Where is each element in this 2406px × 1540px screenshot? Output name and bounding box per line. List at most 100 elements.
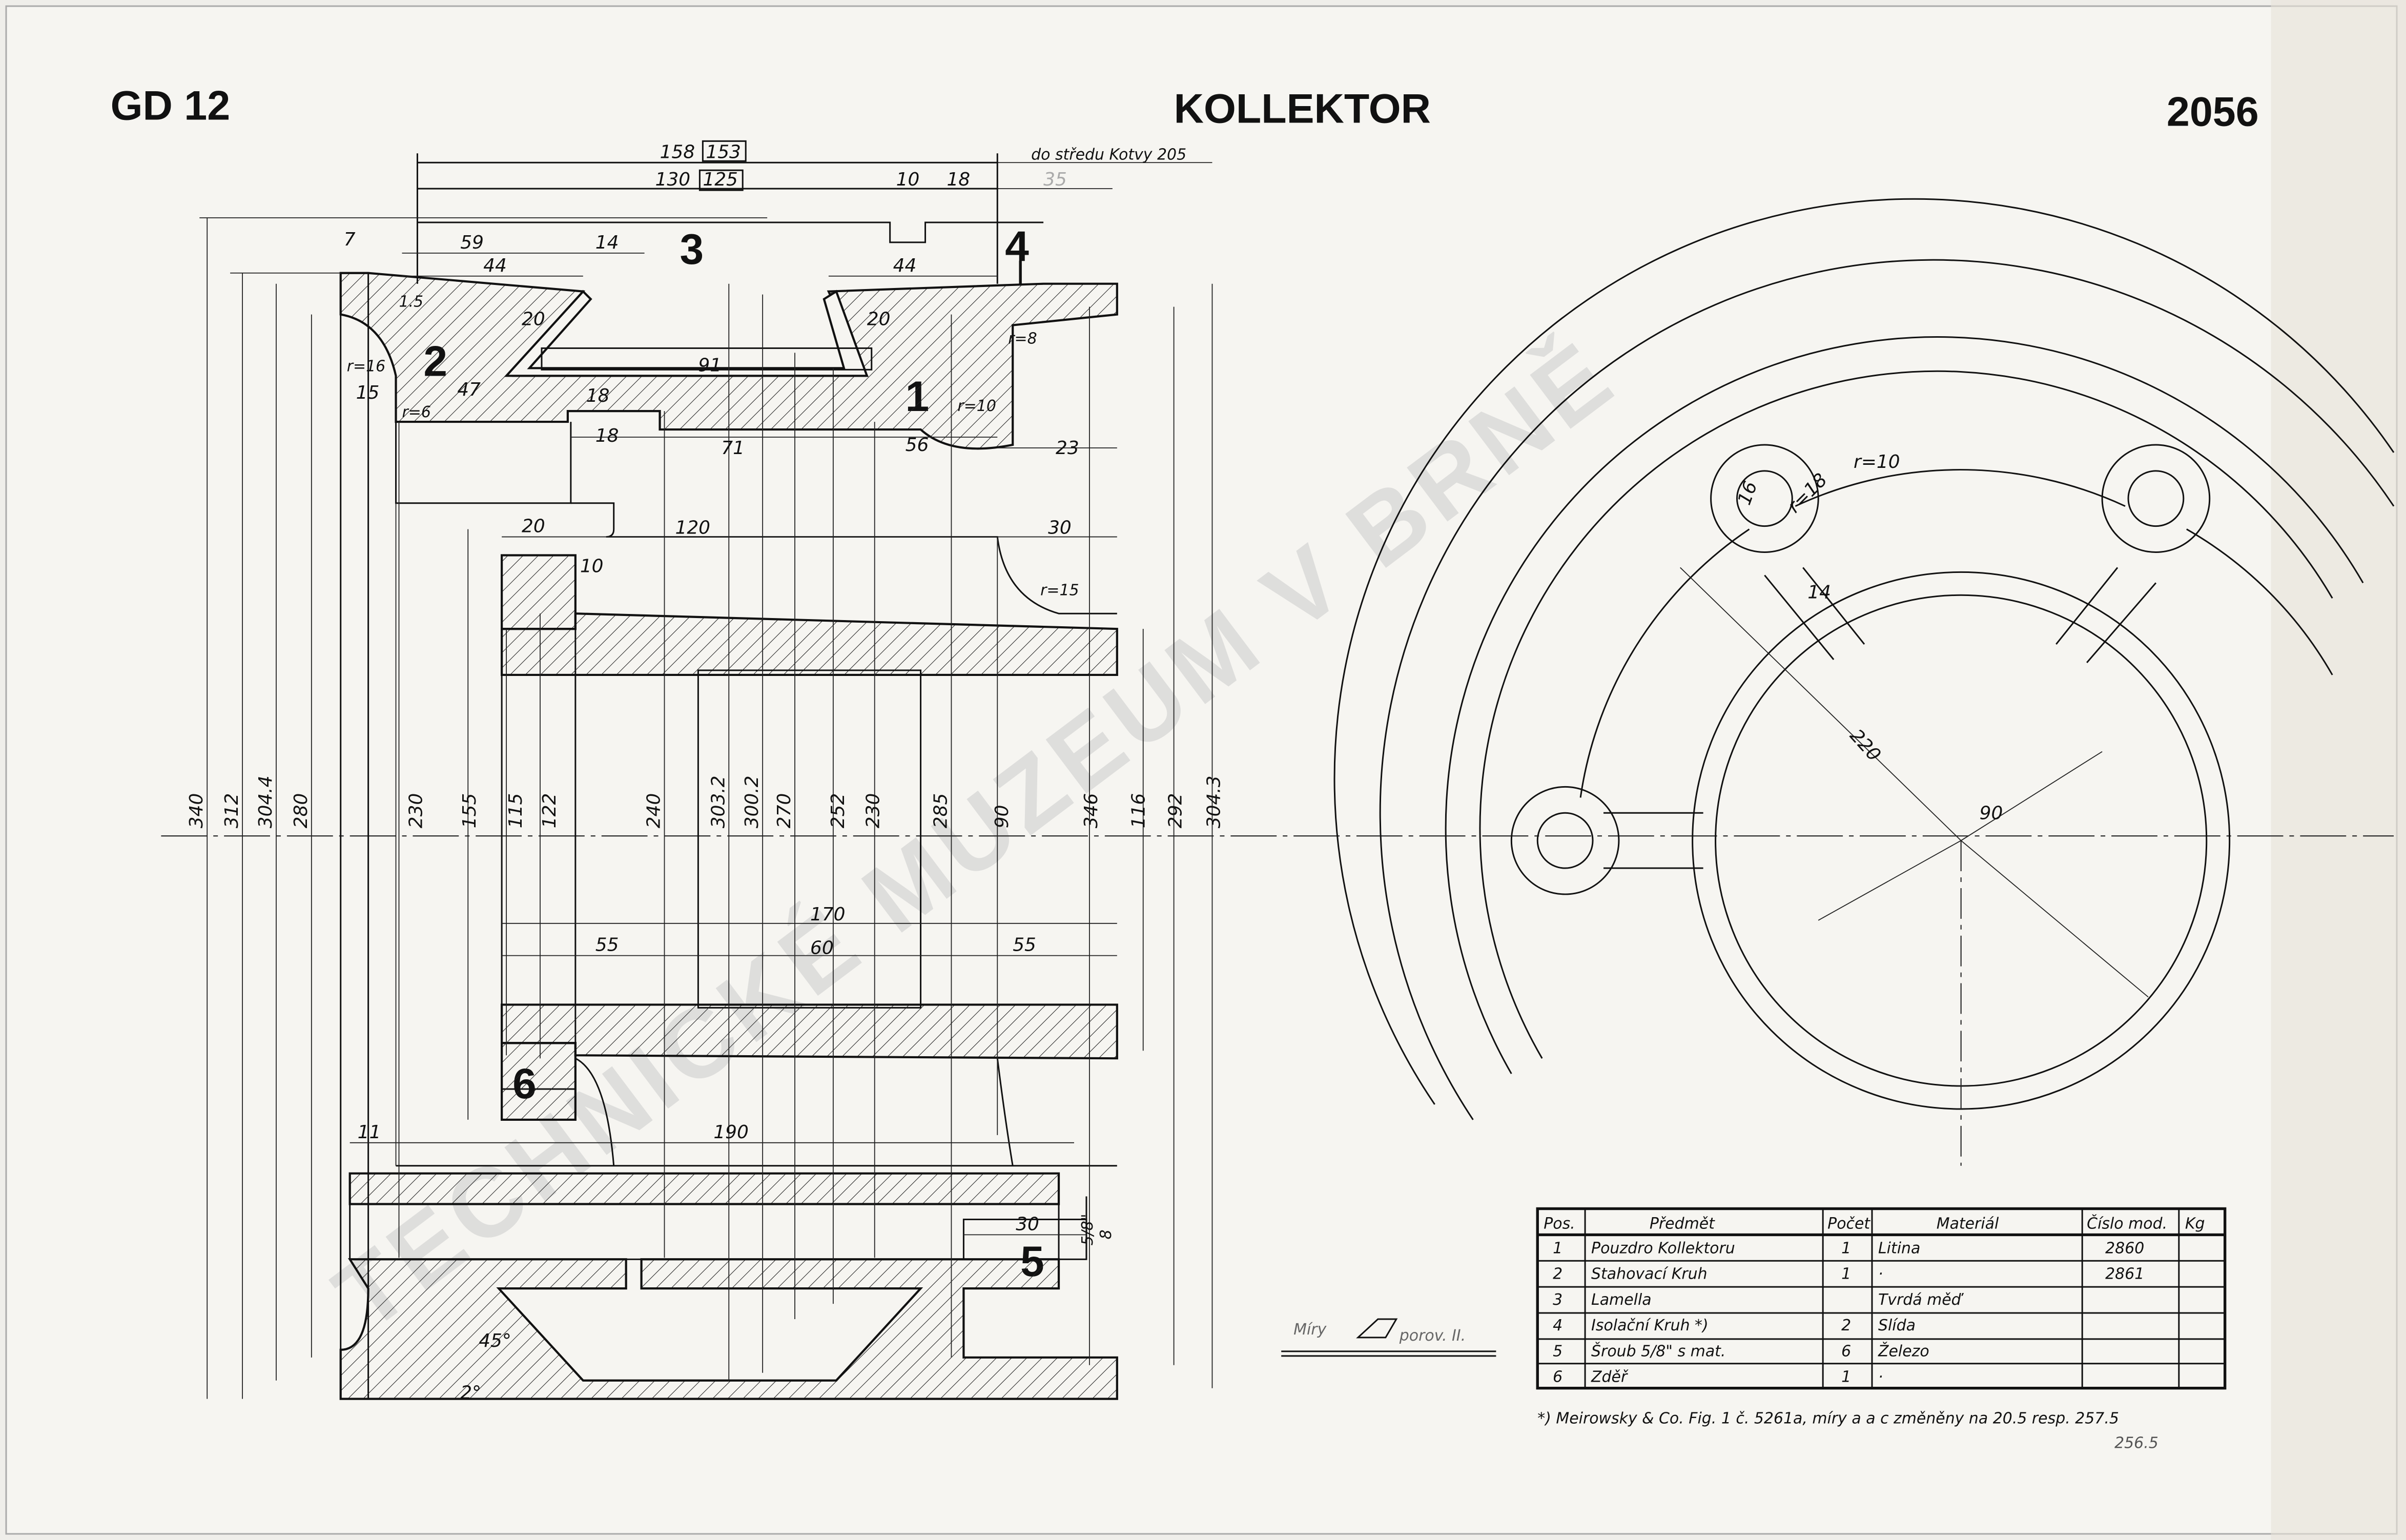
cell-pos: 5 bbox=[1553, 1342, 1562, 1360]
end-radius-10: r=10 bbox=[1854, 451, 1900, 473]
cell-pos: 4 bbox=[1553, 1317, 1562, 1334]
dim-190: 190 bbox=[713, 1122, 749, 1143]
dim-35: 35 bbox=[1043, 169, 1067, 190]
cell-material: Litina bbox=[1878, 1239, 1920, 1257]
cell-model: 2860 bbox=[2105, 1239, 2144, 1257]
footnote-correction: 256.5 bbox=[2114, 1434, 2158, 1452]
dim-18-b: 18 bbox=[595, 425, 619, 446]
radius-6: r=6 bbox=[402, 403, 430, 421]
radius-10: r=10 bbox=[957, 397, 996, 415]
cell-item: Lamella bbox=[1591, 1291, 1652, 1309]
vdim: 252 bbox=[828, 793, 849, 829]
dim-153-boxed: 153 bbox=[706, 141, 741, 162]
cell-item: Isolační Kruh *) bbox=[1591, 1317, 1709, 1334]
dim-5-8-inch: 5/8" bbox=[1079, 1214, 1097, 1245]
dim-56: 56 bbox=[906, 435, 929, 456]
vdim: 303.2 bbox=[708, 775, 729, 828]
dim-130: 130 bbox=[655, 169, 691, 190]
vdim: 230 bbox=[405, 793, 426, 829]
dim-23: 23 bbox=[1056, 438, 1079, 459]
dim-170: 170 bbox=[810, 904, 846, 925]
radius-8: r=8 bbox=[1008, 330, 1037, 347]
drawing-number: 2056 bbox=[2167, 89, 2259, 135]
end-dim-90: 90 bbox=[1980, 803, 2003, 824]
angle-45: 45° bbox=[479, 1330, 511, 1351]
col-kg: Kg bbox=[2185, 1215, 2205, 1233]
col-material: Materiál bbox=[1937, 1215, 1999, 1233]
vdim: 230 bbox=[863, 793, 884, 829]
vdim: 340 bbox=[186, 793, 207, 829]
dim-20-bush: 20 bbox=[522, 516, 545, 537]
cell-pos: 3 bbox=[1553, 1291, 1562, 1309]
cell-material: · bbox=[1878, 1368, 1883, 1386]
vdim: 155 bbox=[459, 793, 480, 829]
part-label-3: 3 bbox=[680, 225, 704, 273]
vdim: 304.3 bbox=[1203, 775, 1224, 828]
parts-table: Pos. Předmět Počet Materiál Číslo mod. K… bbox=[1536, 1207, 2227, 1390]
drawing-title: KOLLEKTOR bbox=[1174, 86, 1431, 132]
paper-stain bbox=[2271, 0, 2406, 1540]
part-label-4: 4 bbox=[1005, 222, 1029, 270]
col-item: Předmět bbox=[1650, 1215, 1715, 1233]
vdim: 292 bbox=[1165, 793, 1186, 829]
dim-44-left: 44 bbox=[483, 255, 507, 276]
dim-55-right: 55 bbox=[1013, 935, 1036, 956]
cell-qty: 6 bbox=[1841, 1342, 1851, 1360]
cell-qty: 1 bbox=[1841, 1239, 1851, 1257]
dim-60: 60 bbox=[810, 938, 834, 959]
vdim: 90 bbox=[992, 805, 1013, 829]
cell-material: · bbox=[1878, 1265, 1883, 1283]
vdim: 346 bbox=[1081, 793, 1102, 829]
dim-71: 71 bbox=[721, 438, 745, 459]
dim-30: 30 bbox=[1048, 518, 1072, 539]
table-row: 1 Pouzdro Kollektoru 1 Litina 2860 bbox=[1553, 1239, 2144, 1257]
dim-55-left: 55 bbox=[595, 935, 619, 956]
cell-pos: 6 bbox=[1553, 1368, 1562, 1386]
table-row: 5 Šroub 5/8" s mat. 6 Železo bbox=[1553, 1341, 1929, 1360]
vertical-dimension-labels: 340 312 304.4 280 230 155 115 122 240 30… bbox=[186, 775, 1224, 828]
end-dim-14: 14 bbox=[1807, 582, 1831, 603]
col-model: Číslo mod. bbox=[2087, 1214, 2167, 1233]
vdim: 285 bbox=[930, 793, 951, 829]
dim-20-right: 20 bbox=[867, 309, 891, 330]
cell-material: Tvrdá měď bbox=[1878, 1291, 1964, 1309]
cell-material: Slída bbox=[1878, 1317, 1916, 1334]
dimension-note: Míry porov. II. bbox=[1281, 1318, 1496, 1357]
radius-15: r=15 bbox=[1040, 581, 1079, 599]
note-label: Míry bbox=[1293, 1321, 1327, 1339]
vdim: 270 bbox=[774, 793, 795, 829]
cell-item: Pouzdro Kollektoru bbox=[1591, 1239, 1735, 1257]
vdim: 280 bbox=[291, 793, 312, 829]
end-view: r=10 16 r=18 14 220 90 bbox=[1333, 198, 2395, 1166]
radius-16: r=16 bbox=[347, 357, 385, 375]
cell-item: Šroub 5/8" s mat. bbox=[1591, 1341, 1725, 1360]
cell-pos: 2 bbox=[1553, 1265, 1562, 1283]
dim-10-bush: 10 bbox=[580, 556, 604, 577]
vertical-dimension-lines bbox=[199, 217, 1213, 1399]
table-header: Pos. Předmět Počet Materiál Číslo mod. K… bbox=[1544, 1214, 2205, 1233]
col-qty: Počet bbox=[1827, 1215, 1870, 1233]
vdim: 300.2 bbox=[742, 775, 763, 828]
vdim: 312 bbox=[221, 793, 242, 829]
vdim: 122 bbox=[539, 793, 560, 829]
footnote: *) Meirowsky & Co. Fig. 1 č. 5261a, míry… bbox=[1537, 1410, 2119, 1428]
vdim: 240 bbox=[644, 793, 665, 829]
dim-7: 7 bbox=[344, 229, 356, 250]
cell-item: Stahovací Kruh bbox=[1591, 1265, 1708, 1283]
cell-qty: 1 bbox=[1841, 1265, 1851, 1283]
col-pos: Pos. bbox=[1544, 1215, 1575, 1233]
cell-material: Železo bbox=[1878, 1342, 1929, 1360]
vdim: 304.4 bbox=[255, 775, 276, 828]
dim-11: 11 bbox=[358, 1122, 381, 1143]
dim-18: 18 bbox=[947, 169, 970, 190]
cell-pos: 1 bbox=[1553, 1239, 1562, 1257]
drawing-code: GD 12 bbox=[111, 83, 231, 129]
dim-8: 8 bbox=[1097, 1229, 1115, 1239]
vdim: 116 bbox=[1128, 793, 1149, 829]
dim-125-boxed: 125 bbox=[703, 169, 738, 190]
angle-2: 2° bbox=[460, 1383, 481, 1404]
